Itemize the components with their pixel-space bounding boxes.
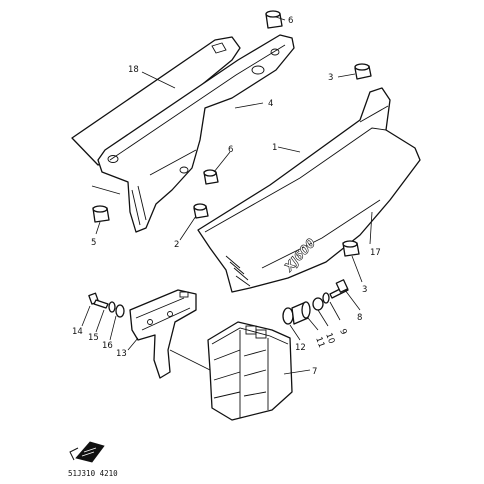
front-arrow-icon	[69, 441, 105, 463]
battery-box-7	[207, 321, 293, 421]
grommet-6-mid	[203, 169, 219, 185]
hardware-left	[88, 292, 125, 318]
callout-12: 12	[295, 343, 306, 353]
callout-9: 9	[337, 328, 348, 337]
hardware-right	[282, 279, 349, 325]
leader-lines	[81, 16, 373, 375]
callout-8: 8	[357, 313, 362, 323]
frame-cover-4	[97, 34, 295, 233]
grommet-2	[193, 203, 209, 219]
callout-16: 16	[102, 341, 113, 351]
callout-17: 17	[370, 248, 381, 258]
callout-5: 5	[91, 238, 96, 248]
bracket-13	[129, 289, 197, 379]
callout-18: 18	[128, 65, 139, 75]
grommet-6-top	[265, 10, 283, 29]
callout-3-top: 3	[328, 73, 333, 83]
callout-13: 13	[116, 349, 127, 359]
callout-10: 10	[323, 332, 336, 346]
callout-3-low: 3	[362, 285, 367, 295]
diagram-code: 51J310 4210	[68, 469, 118, 478]
callout-7: 7	[312, 367, 317, 377]
callout-4: 4	[268, 99, 273, 109]
grommet-5	[92, 205, 110, 223]
callout-15: 15	[88, 333, 99, 343]
callout-6-mid: 6	[228, 145, 233, 155]
callout-2: 2	[174, 240, 179, 250]
callout-6-top: 6	[288, 16, 293, 26]
callout-11: 11	[313, 336, 326, 350]
grommet-3-top	[354, 63, 372, 80]
callout-14: 14	[72, 327, 83, 337]
callout-1: 1	[272, 143, 277, 153]
side-cover-1-17: XJ600	[197, 87, 421, 293]
grommet-3-low	[342, 240, 360, 257]
callout-numbers: 18 4 6 3 1 6 5 2 17 3 8 9 10 11 12 7 14 …	[72, 16, 381, 377]
